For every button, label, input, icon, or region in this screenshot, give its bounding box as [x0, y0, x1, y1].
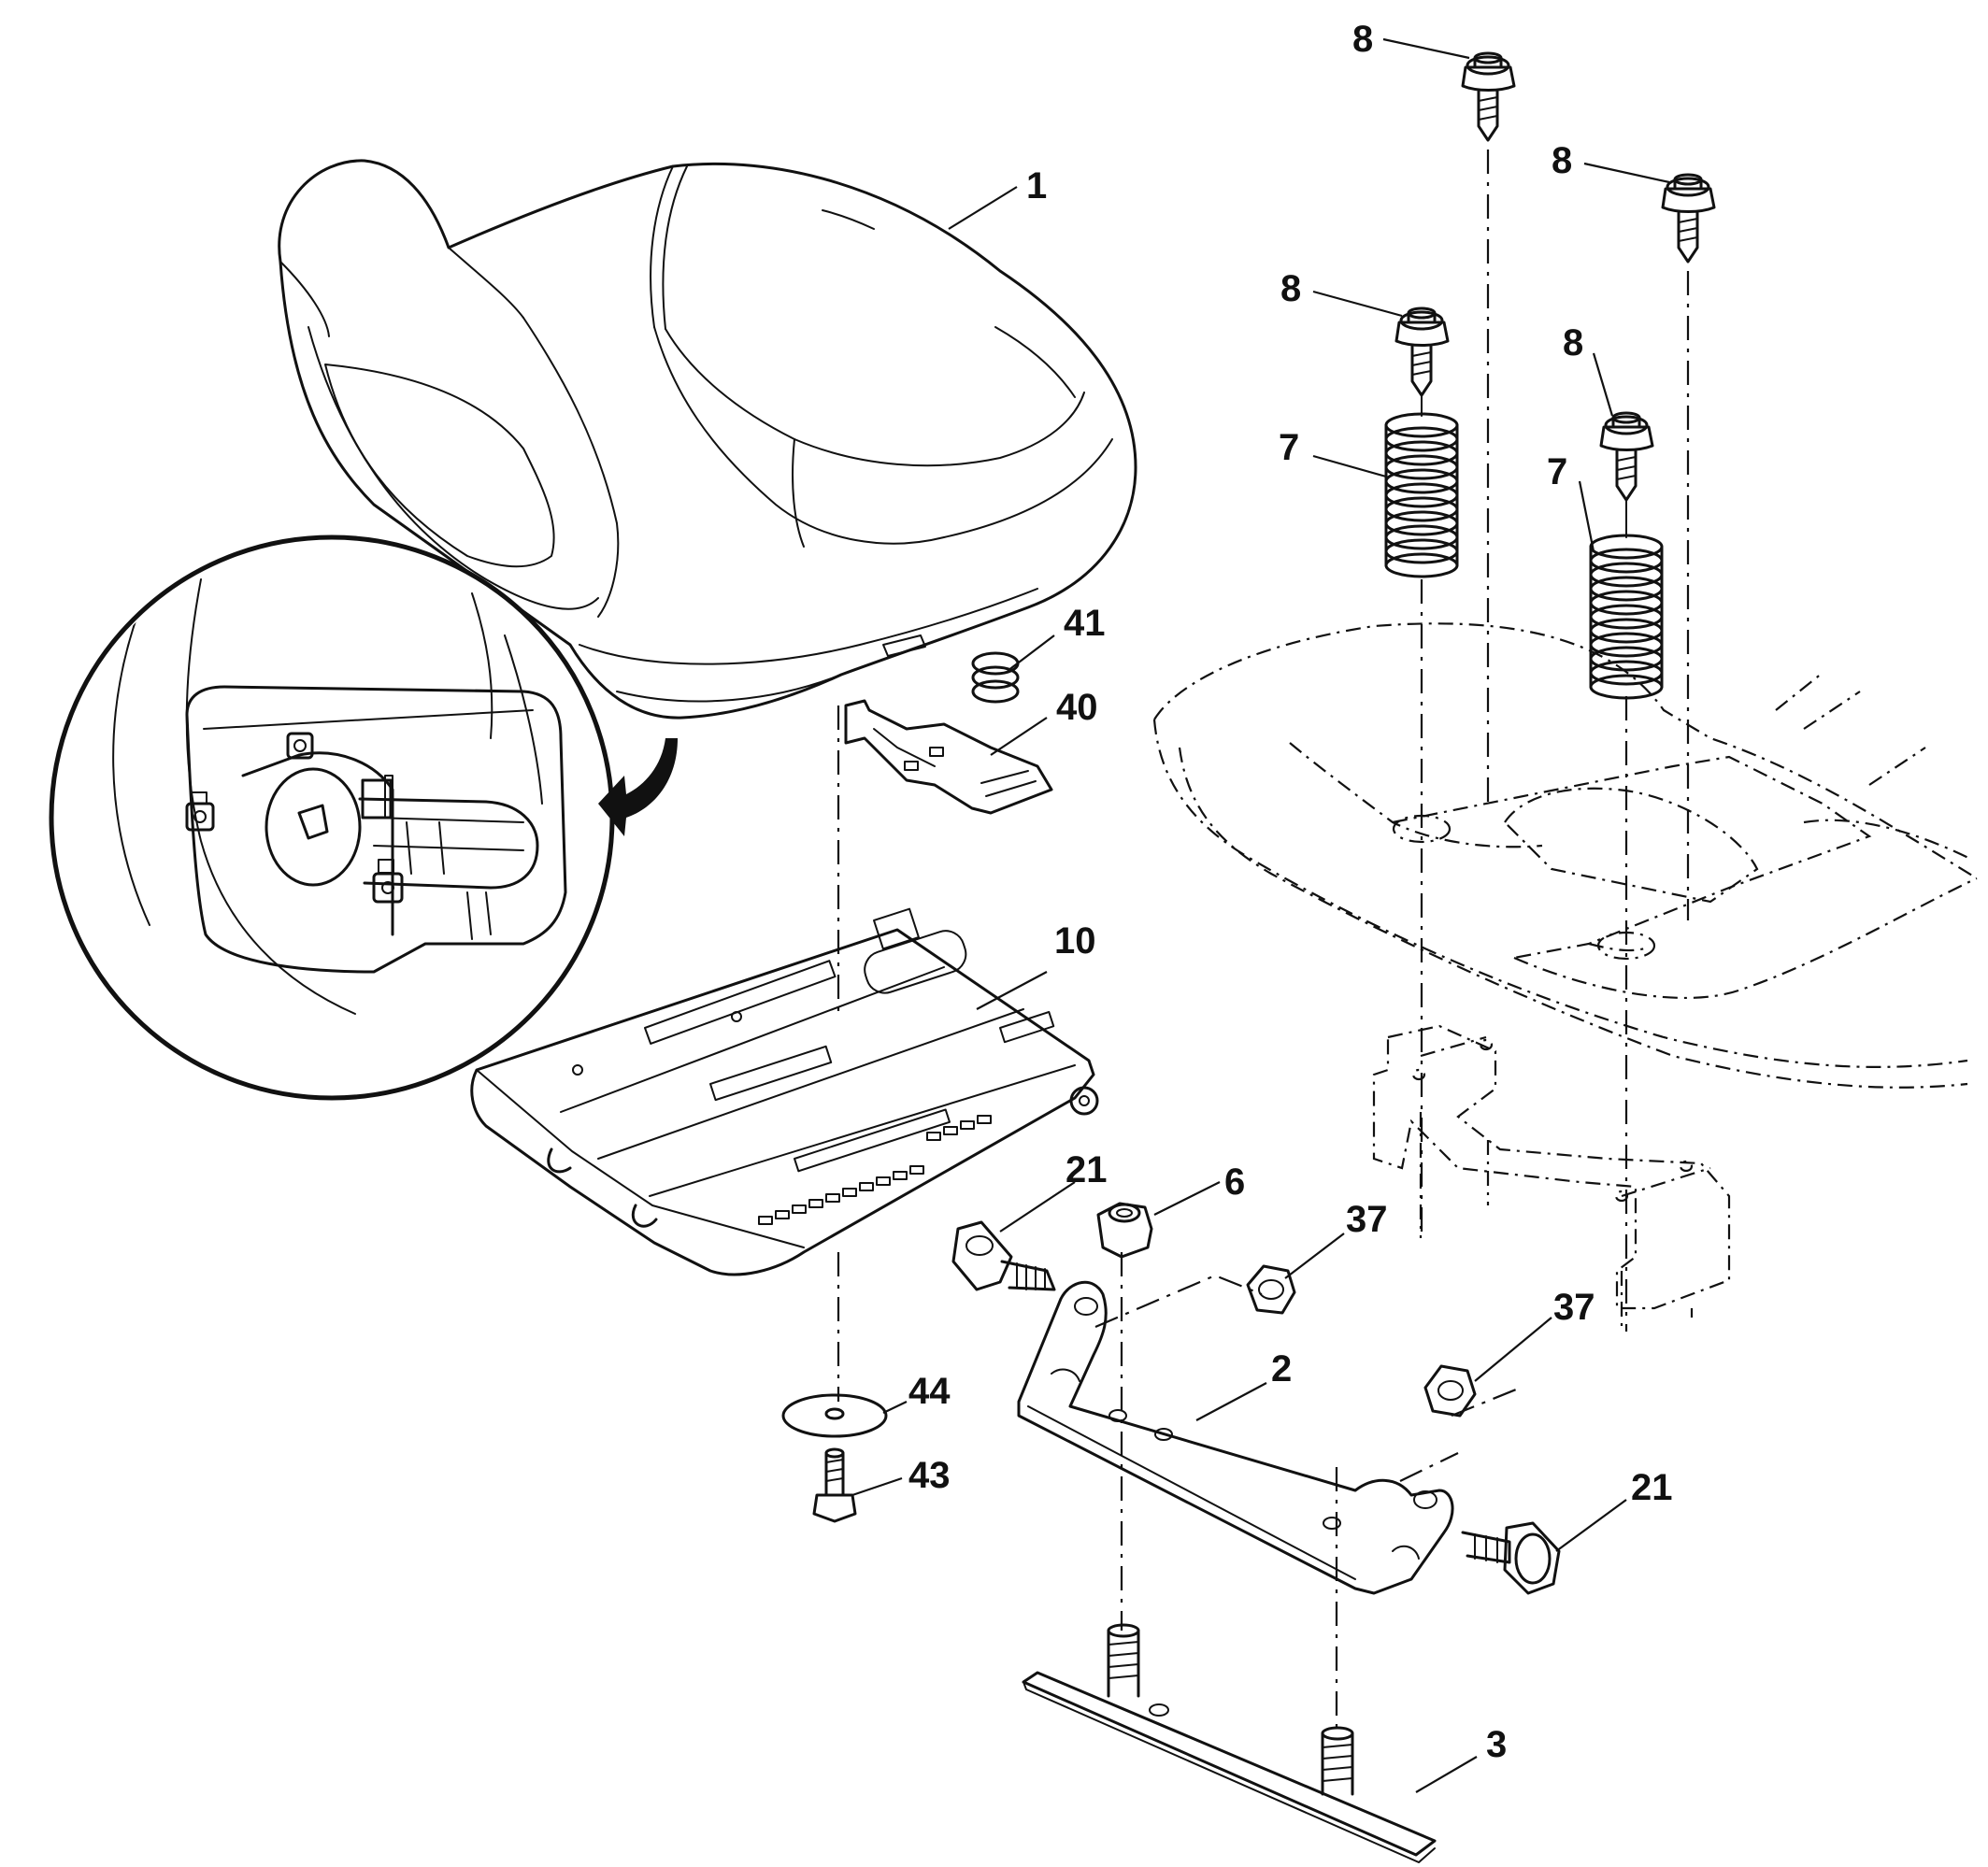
callout-bolt-8-b: 8 — [1552, 140, 1572, 181]
callout-seat: 1 — [1026, 165, 1047, 207]
seat-clip — [844, 699, 1053, 815]
spring-small — [971, 651, 1020, 704]
curved-arrow-icon — [598, 738, 678, 836]
nut-37-upper — [1246, 1264, 1296, 1315]
washer-44 — [781, 1393, 888, 1438]
callout-spring-7-right: 7 — [1547, 451, 1567, 492]
callout-bolt-21-right: 21 — [1631, 1467, 1673, 1508]
callout-nut-6: 6 — [1224, 1162, 1245, 1203]
bolt-8-b — [1661, 173, 1716, 264]
bolt-21-right — [1461, 1521, 1561, 1595]
callout-plate: 3 — [1486, 1724, 1507, 1765]
seat-pan — [470, 907, 1099, 1276]
spring-7-left — [1384, 412, 1459, 578]
callout-bolt-43: 43 — [908, 1455, 951, 1496]
leader-lines — [851, 37, 1670, 1793]
bolt-8-d — [1599, 411, 1654, 538]
callout-bolt-21-left: 21 — [1066, 1149, 1108, 1190]
callout-nut-37-lower: 37 — [1553, 1287, 1595, 1328]
magnifier-circle-icon — [49, 534, 615, 1101]
nut-37-lower — [1423, 1364, 1477, 1418]
pan-slots — [758, 1115, 992, 1225]
callout-washer: 44 — [908, 1371, 951, 1412]
callout-bracket: 2 — [1271, 1348, 1292, 1390]
callout-bolt-8-a: 8 — [1352, 19, 1373, 60]
bolt-8-a — [1461, 51, 1516, 142]
spring-7-right — [1589, 534, 1664, 700]
bolt-8-c — [1394, 306, 1450, 417]
plate-3 — [1022, 1623, 1437, 1863]
callout-clip: 40 — [1056, 687, 1098, 728]
bolt-21-left — [951, 1220, 1056, 1291]
callout-nut-37-upper: 37 — [1346, 1199, 1388, 1240]
bracket-2 — [1017, 1280, 1454, 1595]
callout-spring-small: 41 — [1064, 603, 1106, 644]
callout-spring-7-left: 7 — [1279, 427, 1299, 468]
callout-bolt-8-c: 8 — [1280, 268, 1301, 309]
bolt-43 — [812, 1447, 857, 1523]
nut-6 — [1096, 1202, 1153, 1259]
callout-pan: 10 — [1054, 920, 1096, 962]
callout-bolt-8-d: 8 — [1563, 322, 1583, 363]
tractor-frame-outline — [1152, 622, 1978, 1332]
